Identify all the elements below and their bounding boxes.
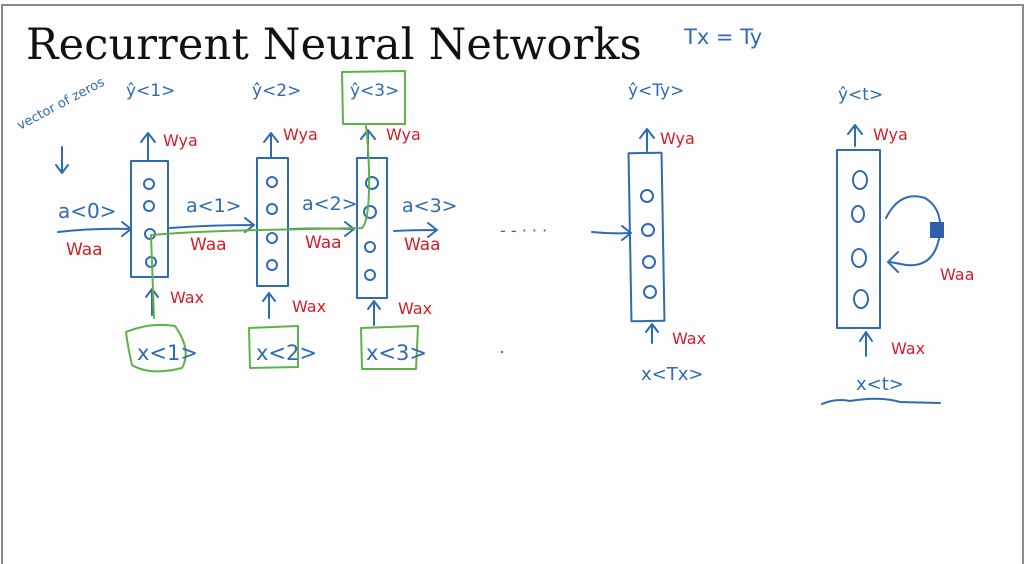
rnn-step-1: ŷ<1> Wya Wax x<1> a<1> Waa xyxy=(125,81,255,373)
up-arrow-icon xyxy=(145,288,159,316)
rnn-rolled: ŷ<t> Wya Wax x<t> Waa xyxy=(821,85,974,405)
hidden-cell-last xyxy=(627,151,666,323)
hidden-cell-1 xyxy=(130,160,169,278)
rnn-step-last: ŷ<Ty> Wya Wax x<Tx> xyxy=(627,81,706,385)
tx-equals-ty-note: Tx = Ty xyxy=(683,25,762,49)
initial-activation: a<0> Waa xyxy=(57,199,132,260)
svg-text:Wax: Wax xyxy=(891,339,925,358)
hidden-cell-2 xyxy=(256,157,289,287)
up-arrow-icon xyxy=(645,323,659,344)
svg-text:Wya: Wya xyxy=(660,129,695,148)
delay-block-icon xyxy=(930,222,944,238)
svg-text:x<2>: x<2> xyxy=(256,341,317,365)
recurrent-loop-arrow xyxy=(885,195,942,273)
svg-text:vector of zeros: vector of zeros xyxy=(15,75,108,134)
up-arrow-icon xyxy=(367,300,381,326)
svg-text:Waa: Waa xyxy=(190,235,227,255)
svg-text:a<3>: a<3> xyxy=(402,195,458,217)
input-highlight-3 xyxy=(360,325,419,370)
forward-path-highlight xyxy=(150,125,371,319)
svg-text:Waa: Waa xyxy=(305,233,342,253)
svg-text:x<t>: x<t> xyxy=(856,374,904,395)
svg-text:x<3>: x<3> xyxy=(366,341,427,365)
svg-text:ŷ<Ty>: ŷ<Ty> xyxy=(628,81,684,101)
svg-text:a<1>: a<1> xyxy=(186,195,242,217)
svg-text:Wax: Wax xyxy=(170,288,204,307)
svg-text:ŷ<1>: ŷ<1> xyxy=(126,81,175,101)
svg-text:ŷ<2>: ŷ<2> xyxy=(252,81,301,101)
svg-text:Waa: Waa xyxy=(404,235,441,255)
svg-text:x<Tx>: x<Tx> xyxy=(641,364,703,385)
output-highlight-3 xyxy=(341,70,406,125)
svg-text:ŷ<3>: ŷ<3> xyxy=(350,81,399,101)
rnn-step-2: ŷ<2> Wya Wax x<2> a<2> Waa xyxy=(248,81,358,369)
up-arrow-icon xyxy=(847,124,863,147)
svg-text:Waa: Waa xyxy=(940,265,974,284)
svg-text:Wax: Wax xyxy=(672,329,706,348)
svg-text:a<0>: a<0> xyxy=(58,199,117,223)
svg-text:a<2>: a<2> xyxy=(302,193,358,215)
rnn-step-3: ŷ<3> Wya Wax x<3> a<3> Waa xyxy=(341,70,458,370)
up-arrow-icon xyxy=(859,331,873,357)
up-arrow-icon xyxy=(639,128,655,152)
svg-text:Wax: Wax xyxy=(398,299,432,318)
svg-text:Wya: Wya xyxy=(873,125,908,144)
right-arrow-icon xyxy=(57,221,132,237)
vector-of-zeros-note: vector of zeros xyxy=(15,75,108,174)
svg-text:Wya: Wya xyxy=(163,131,198,150)
underline-stroke xyxy=(821,397,941,405)
up-arrow-icon xyxy=(140,132,156,161)
slide-title: Recurrent Neural Networks xyxy=(26,20,642,70)
input-highlight-2 xyxy=(248,325,299,369)
hidden-cell-rolled xyxy=(836,149,881,329)
slide-frame xyxy=(1,4,1024,564)
input-highlight-1 xyxy=(125,323,187,373)
down-arrow-icon xyxy=(55,146,69,174)
svg-text:ŷ<t>: ŷ<t> xyxy=(838,85,883,105)
ellipsis: - - · · · xyxy=(500,221,547,240)
stray-dot xyxy=(501,351,503,353)
svg-text:Waa: Waa xyxy=(66,240,103,260)
svg-text:Wya: Wya xyxy=(386,125,421,144)
right-arrow-icon xyxy=(393,222,438,238)
svg-text:Wya: Wya xyxy=(283,125,318,144)
up-arrow-icon xyxy=(263,132,279,158)
svg-text:x<1>: x<1> xyxy=(137,341,198,365)
up-arrow-icon xyxy=(262,292,276,319)
svg-text:Wax: Wax xyxy=(292,297,326,316)
right-arrow-icon xyxy=(591,225,632,241)
